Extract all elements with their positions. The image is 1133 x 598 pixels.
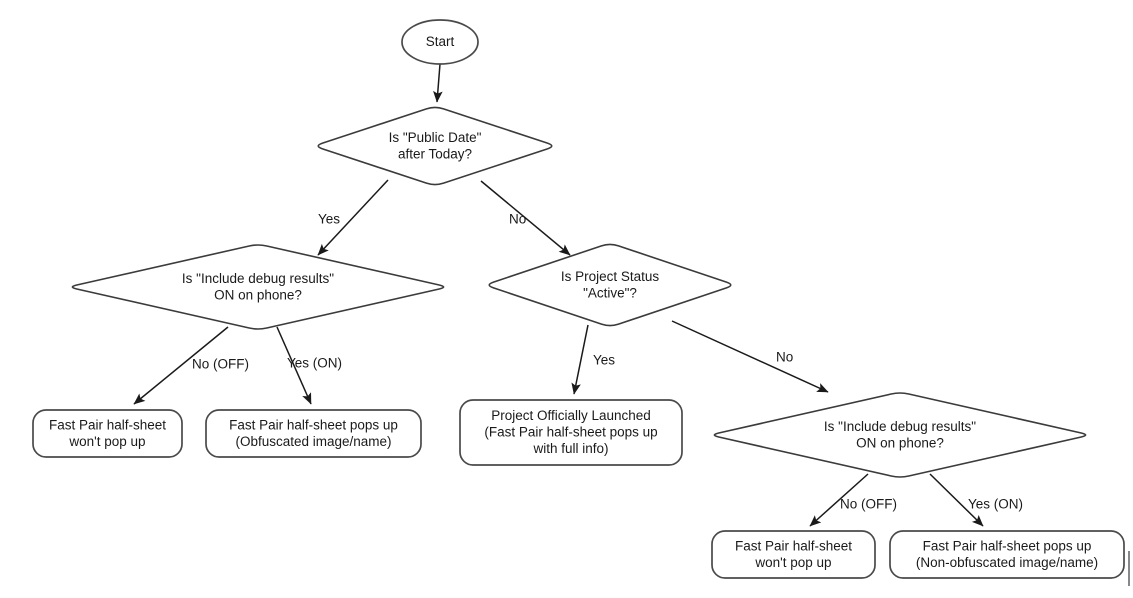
debug-right-label: Is "Include debug results"ON on phone? xyxy=(824,418,976,450)
edge-label-public-date-yes: Yes xyxy=(318,212,340,227)
no-popup-right-box[interactable] xyxy=(711,530,876,579)
nonobfuscated-popup-box[interactable] xyxy=(889,530,1125,579)
obfuscated-popup-box[interactable] xyxy=(205,409,422,458)
node-debug-right-decision[interactable]: Is "Include debug results"ON on phone? xyxy=(713,392,1087,478)
node-nonobfuscated-popup[interactable]: Fast Pair half-sheet pops up(Non-obfusca… xyxy=(889,530,1125,579)
edge-public-date-yes xyxy=(317,179,389,256)
edges-group xyxy=(133,63,984,527)
node-obfuscated-popup[interactable]: Fast Pair half-sheet pops up(Obfuscated … xyxy=(205,409,422,458)
edge-debug-right-no xyxy=(809,473,869,527)
edge-public-date-no xyxy=(480,180,571,256)
edge-debug-left-no xyxy=(133,326,229,405)
edge-label-debug-left-yes: Yes (ON) xyxy=(287,356,342,371)
edge-debug-right-yes xyxy=(929,473,984,527)
edge-debug-left-yes xyxy=(276,326,312,405)
edge-start-to-public-date xyxy=(433,63,443,103)
edge-project-status-yes xyxy=(571,324,589,395)
node-officially-launched[interactable]: Project Officially Launched(Fast Pair ha… xyxy=(459,399,683,466)
edge-label-debug-right-no: No (OFF) xyxy=(840,497,897,512)
node-public-date-decision[interactable]: Is "Public Date"after Today? xyxy=(317,106,553,186)
officially-launched-label: Project Officially Launched(Fast Pair ha… xyxy=(484,408,657,456)
edge-labels-group: Yes No No (OFF) Yes (ON) Yes No No (OFF)… xyxy=(192,212,1023,512)
no-popup-left-box[interactable] xyxy=(32,409,183,458)
nonobfuscated-popup-label: Fast Pair half-sheet pops up(Non-obfusca… xyxy=(916,538,1098,570)
public-date-label: Is "Public Date"after Today? xyxy=(389,129,482,161)
public-date-diamond[interactable] xyxy=(317,106,553,186)
node-start[interactable]: Start xyxy=(401,19,479,65)
debug-left-label: Is "Include debug results"ON on phone? xyxy=(182,270,334,302)
edge-label-debug-right-yes: Yes (ON) xyxy=(968,497,1023,512)
project-status-diamond[interactable] xyxy=(488,243,732,327)
officially-launched-box[interactable] xyxy=(459,399,683,466)
start-ellipse[interactable] xyxy=(401,19,479,65)
edge-label-project-status-no: No xyxy=(776,350,793,365)
project-status-label: Is Project Status"Active"? xyxy=(561,268,660,300)
debug-right-diamond[interactable] xyxy=(713,392,1087,478)
node-project-status-decision[interactable]: Is Project Status"Active"? xyxy=(488,243,732,327)
start-label: Start xyxy=(426,34,455,49)
edge-label-project-status-yes: Yes xyxy=(593,353,615,368)
obfuscated-popup-label: Fast Pair half-sheet pops up(Obfuscated … xyxy=(229,417,398,449)
node-debug-left-decision[interactable]: Is "Include debug results"ON on phone? xyxy=(71,244,445,330)
edge-label-debug-left-no: No (OFF) xyxy=(192,357,249,372)
edge-label-public-date-no: No xyxy=(509,212,526,227)
edge-project-status-no xyxy=(671,320,829,393)
debug-left-diamond[interactable] xyxy=(71,244,445,330)
